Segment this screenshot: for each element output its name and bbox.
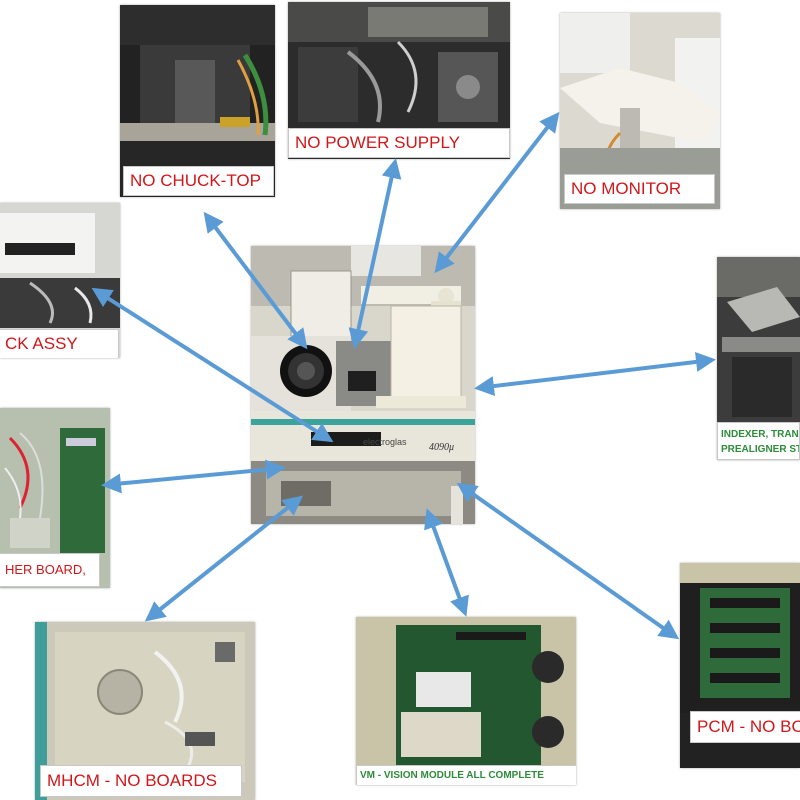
machine-brand-label: electroglas <box>363 437 407 447</box>
arrow-indexer <box>474 351 716 397</box>
photo-power-supply: NO POWER SUPPLY <box>288 2 510 159</box>
caption-no-monitor: NO MONITOR <box>564 174 715 204</box>
caption-no-chuck-top: NO CHUCK-TOP <box>123 166 274 196</box>
center-machine-photo: electroglas 4090μ <box>251 246 475 524</box>
caption-vm: VM - VISION MODULE ALL COMPLETE <box>356 765 576 785</box>
photo-pcm: PCM - NO BO <box>680 563 800 768</box>
vm-photo-art <box>356 617 576 785</box>
photo-chuck-top: NO CHUCK-TOP <box>120 5 275 197</box>
caption-chuck-assy: CK ASSY <box>0 329 119 358</box>
caption-indexer: INDEXER, TRANS PREALIGNER STIL <box>717 422 800 460</box>
caption-indexer-line1: INDEXER, TRANS <box>721 429 800 440</box>
caption-indexer-line2: PREALIGNER STIL <box>721 444 799 455</box>
photo-mother-board: HER BOARD, <box>0 408 110 588</box>
caption-pcm: PCM - NO BO <box>690 711 800 743</box>
photo-chuck-assy: CK ASSY <box>0 203 120 358</box>
photo-monitor: NO MONITOR <box>560 13 720 209</box>
photo-mhcm: MHCM - NO BOARDS <box>35 622 255 800</box>
pcm-photo-art <box>680 563 800 713</box>
center-machine-art <box>251 246 475 524</box>
photo-vm: VM - VISION MODULE ALL COMPLETE <box>356 617 576 785</box>
machine-model-label: 4090μ <box>429 442 455 453</box>
arrow-vm <box>424 508 469 617</box>
indexer-photo-art <box>717 257 800 422</box>
caption-mother-board: HER BOARD, <box>0 553 100 587</box>
caption-mhcm: MHCM - NO BOARDS <box>40 765 242 797</box>
caption-no-power-supply: NO POWER SUPPLY <box>288 128 510 158</box>
photo-indexer: INDEXER, TRANS PREALIGNER STIL <box>717 257 800 460</box>
arrow-pcm <box>456 482 680 640</box>
